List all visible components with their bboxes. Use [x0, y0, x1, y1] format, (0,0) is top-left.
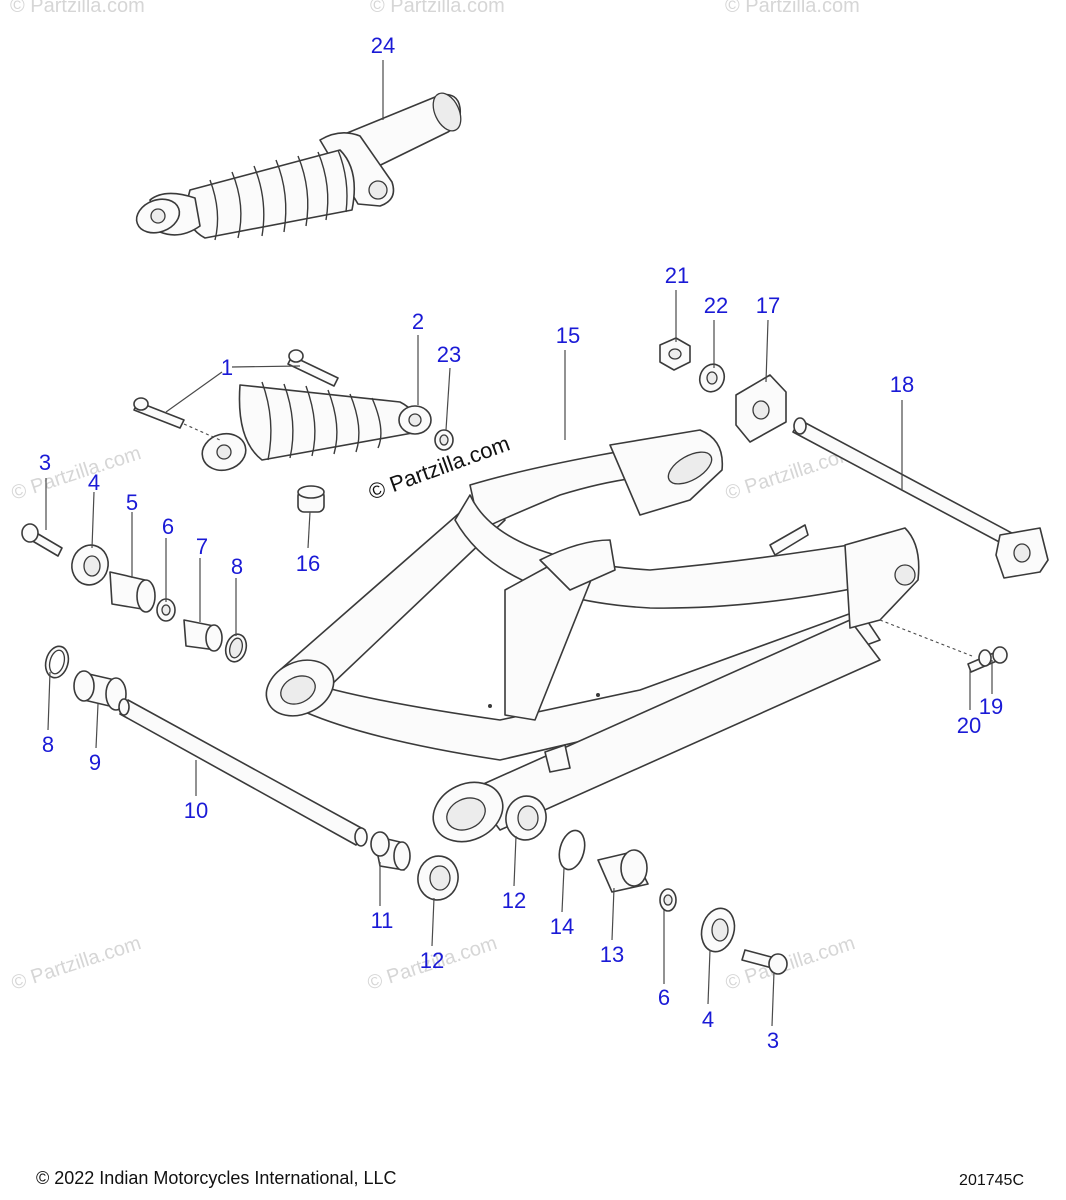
callout-24: 24	[371, 33, 395, 58]
callout-6b: 6	[658, 985, 670, 1010]
bushing-9-drawing	[73, 670, 127, 711]
shock-absorber-24-drawing	[135, 92, 462, 241]
watermark: © Partzilla.com	[370, 0, 505, 17]
callout-2: 2	[412, 309, 424, 334]
left-hardware-drawing	[21, 523, 248, 663]
callout-19: 19	[979, 694, 1003, 719]
callout-4b: 4	[702, 1007, 714, 1032]
callouts: 24 2 23 1 15 21 22 17 18 19 20 3 4 5 6 7…	[39, 33, 1003, 1053]
callout-23: 23	[437, 342, 461, 367]
callout-22: 22	[704, 293, 728, 318]
callout-18: 18	[890, 372, 914, 397]
ring-8-drawing	[44, 645, 70, 679]
callout-21: 21	[665, 263, 689, 288]
callout-15: 15	[556, 323, 580, 348]
callout-7: 7	[196, 534, 208, 559]
watermark: © Partzilla.com	[9, 442, 144, 505]
callout-16: 16	[296, 551, 320, 576]
watermark: © Partzilla.com	[723, 932, 858, 995]
bushing-16-drawing	[297, 485, 325, 513]
callout-17: 17	[756, 293, 780, 318]
callout-1: 1	[221, 355, 233, 380]
chain-adjuster-17-drawing	[735, 374, 787, 443]
axle-18-drawing	[792, 417, 1049, 579]
callout-10: 10	[184, 798, 208, 823]
copyright-notice: © 2022 Indian Motorcycles International,…	[36, 1168, 397, 1188]
callout-3b: 3	[767, 1028, 779, 1053]
callout-14: 14	[550, 914, 574, 939]
shock-absorber-2-drawing	[201, 381, 432, 472]
callout-9: 9	[89, 750, 101, 775]
callout-6: 6	[162, 514, 174, 539]
callout-8b: 8	[42, 732, 54, 757]
callout-11: 11	[371, 908, 394, 933]
leader-lines	[45, 60, 993, 1027]
callout-3: 3	[39, 450, 51, 475]
callout-13: 13	[600, 942, 624, 967]
watermark: © Partzilla.com	[9, 932, 144, 995]
watermark: © Partzilla.com	[10, 0, 145, 17]
callout-12b: 12	[420, 948, 444, 973]
pivot-shaft-10-drawing	[118, 698, 368, 847]
washer-22-drawing	[698, 363, 726, 393]
watermark: © Partzilla.com	[725, 0, 860, 17]
callout-8: 8	[231, 554, 243, 579]
bolts-1-drawing	[133, 349, 339, 441]
callout-12: 12	[502, 888, 526, 913]
bolt-19-20-drawing	[967, 646, 1008, 673]
callout-5: 5	[126, 490, 138, 515]
swingarm-15-drawing	[265, 429, 973, 843]
diagram-number: 201745C	[959, 1172, 1024, 1189]
callout-4: 4	[88, 470, 100, 495]
right-hardware-drawing	[370, 795, 788, 975]
nut-21-drawing	[659, 337, 691, 371]
callout-20: 20	[957, 713, 981, 738]
